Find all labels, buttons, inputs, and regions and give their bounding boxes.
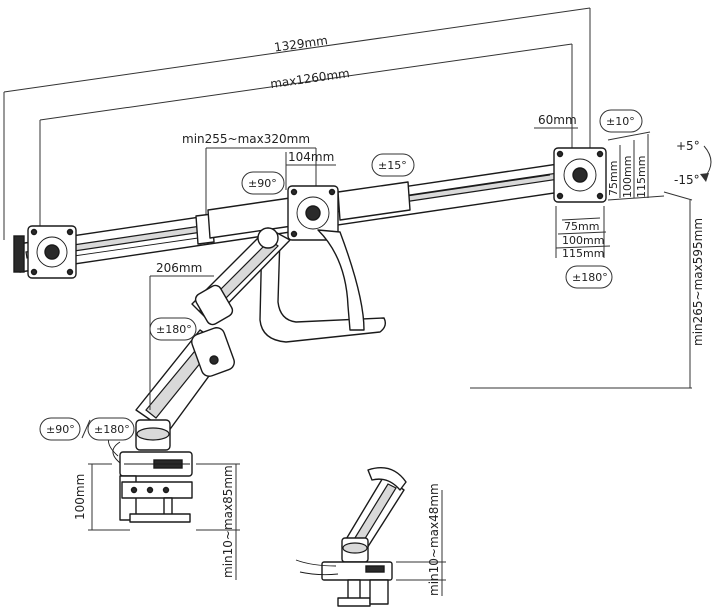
arm-rotation-label: ±180° [156,323,192,336]
vesa-width-dimensions: 75mm 100mm 115mm [555,206,611,260]
side-rotation-label: ±180° [572,271,608,284]
badge-base-rotation-90: ±90° [39,417,81,441]
vesa-plate-right [553,147,607,203]
badge-side-rotation: ±180° [565,265,613,289]
vesa-w-75-label: 75mm [564,220,599,233]
height-range-dimension: min265~max595mm [470,191,705,389]
lower-arm [135,327,235,433]
tilt-indicator: +5° -15° [674,139,712,187]
crossbar-end-cap [13,235,25,273]
max-span-label: max1260mm [269,66,350,91]
side-tilt-label: ±10° [606,115,635,128]
side-plate-label: 60mm [538,113,577,127]
vesa-h-75-label: 75mm [607,161,620,196]
upper-arm [191,227,291,326]
side-plate-dimension: 60mm [534,113,578,129]
center-offset-dimension: 104mm [285,150,336,190]
badge-center-swivel: ±15° [371,153,415,177]
arm-reach-label: 206mm [156,261,202,275]
base-rotation-180-label: ±180° [94,423,130,436]
grommet-mount [295,467,407,607]
arm-span-label: min255~max320mm [182,132,310,146]
height-range-label: min265~max595mm [691,218,705,346]
clamp-range-dimension: min10~max85mm [196,463,240,580]
badge-side-tilt: ±10° [599,109,643,133]
crossbar-clamp-right [337,181,411,221]
vesa-w-115-label: 115mm [562,247,604,260]
total-width-label: 1329mm [273,33,328,54]
center-swivel-label: ±15° [378,159,407,172]
tilt-down-label: -15° [674,173,700,187]
clamp-range-label: min10~max85mm [221,465,235,578]
grommet-range-dimension: min10~max48mm [396,483,446,596]
vesa-plate-left [27,225,77,279]
vesa-h-115-label: 115mm [635,156,648,198]
vesa-h-100-label: 100mm [621,156,634,198]
clamp-height-dimension: 100mm [73,463,130,531]
tilt-up-label: +5° [676,139,700,153]
badge-arm-rotation: ±180° [149,317,197,341]
center-offset-label: 104mm [288,150,334,164]
tilt-arrow-head-icon [700,173,709,182]
desk-clamp [119,451,193,523]
clamp-height-label: 100mm [73,474,87,520]
vesa-plate-center [287,185,339,241]
vesa-w-100-label: 100mm [562,234,604,247]
grommet-range-label: min10~max48mm [427,483,441,596]
vesa-height-dimensions: 75mm 100mm 115mm [607,131,665,201]
badge-separator [81,419,91,439]
center-rotation-label: ±90° [248,177,277,190]
arm-reach-dimension: 206mm [149,261,214,410]
badge-center-rotation: ±90° [241,171,285,195]
base-rotation-90-label: ±90° [46,423,75,436]
badge-base-rotation-180: ±180° [87,417,135,441]
